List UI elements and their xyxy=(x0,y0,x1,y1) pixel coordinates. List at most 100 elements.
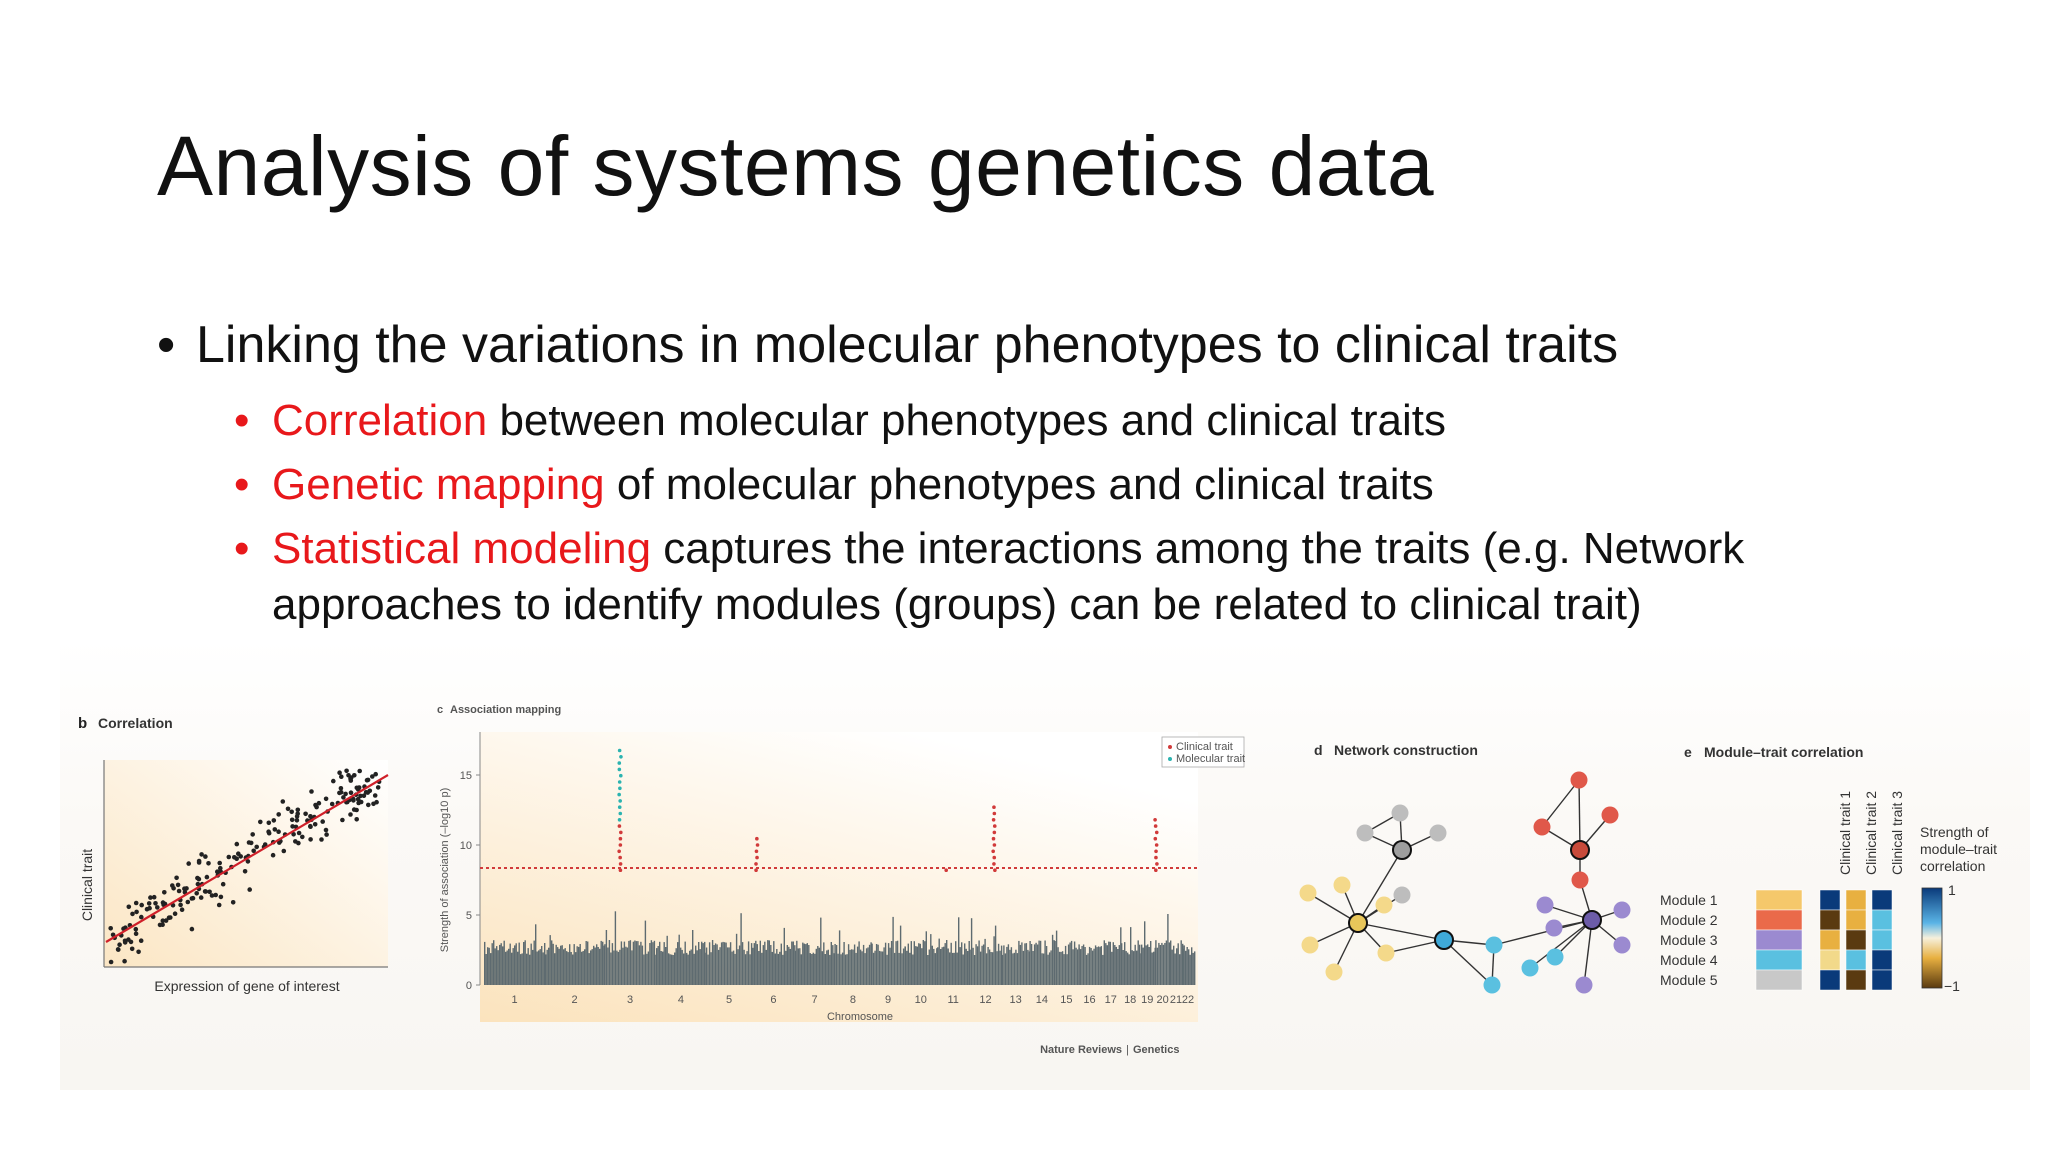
signal-bar xyxy=(1139,953,1141,985)
signal-bar xyxy=(916,946,918,985)
scatter-point xyxy=(296,830,302,836)
signal-bar xyxy=(1144,921,1146,985)
sub-bullet-highlight: Correlation xyxy=(272,396,488,445)
chromosome-label: 19 xyxy=(1141,994,1153,1006)
signal-bar xyxy=(773,941,775,985)
scatter-point xyxy=(203,854,208,859)
signal-bar xyxy=(1099,947,1101,985)
signal-bar xyxy=(493,940,495,985)
signal-bar xyxy=(566,951,568,985)
signal-bar xyxy=(1115,946,1117,985)
signal-bar xyxy=(518,942,520,985)
scatter-point xyxy=(266,830,272,836)
signal-bar xyxy=(976,946,979,985)
scatter-point xyxy=(348,776,353,781)
network-node xyxy=(1533,818,1551,836)
signal-bar xyxy=(898,952,900,985)
signal-bar xyxy=(490,953,492,985)
signal-bar xyxy=(1168,942,1171,985)
signal-bar xyxy=(631,950,633,985)
scatter-point xyxy=(172,911,178,916)
signal-bar xyxy=(619,949,621,985)
scatter-point xyxy=(348,812,353,817)
heatmap-cell xyxy=(1871,929,1893,951)
signal-bar xyxy=(552,943,554,985)
signal-bar xyxy=(579,944,581,985)
signal-bar xyxy=(602,941,604,985)
signal-bar xyxy=(506,950,508,985)
network-node xyxy=(1485,936,1503,954)
scatter-point xyxy=(194,891,199,896)
signal-bar xyxy=(821,951,823,985)
signal-bar xyxy=(1075,947,1077,985)
scatter-point xyxy=(163,918,169,923)
signal-bar xyxy=(985,953,988,985)
signal-bar xyxy=(872,952,875,985)
scatter-point xyxy=(366,802,371,808)
signal-bar xyxy=(776,949,778,985)
signal-bar xyxy=(838,930,841,985)
hit-point xyxy=(617,824,622,828)
sub-bullet-text: captures the interactions among the trai… xyxy=(272,524,1745,629)
signal-bar xyxy=(532,949,534,985)
chromosome-label: 13 xyxy=(1009,994,1021,1006)
signal-bar xyxy=(485,954,487,985)
network-hub-node xyxy=(1582,910,1602,930)
heatmap-cell xyxy=(1845,929,1867,951)
signal-bar xyxy=(1087,953,1089,985)
scatter-point xyxy=(319,837,324,842)
network-hub-node xyxy=(1434,930,1454,950)
scatter-point xyxy=(151,894,157,900)
signal-bar xyxy=(734,953,736,985)
signal-bar xyxy=(554,953,556,985)
network-node xyxy=(1536,896,1554,914)
signal-bar xyxy=(1183,945,1185,985)
sub-bullet-statistical-modeling: • Statistical modeling captures the inte… xyxy=(157,521,1972,633)
signal-bar xyxy=(938,938,940,985)
signal-bar xyxy=(521,953,523,985)
signal-bar xyxy=(722,941,724,985)
chromosome-label: 6 xyxy=(770,994,776,1006)
signal-bar xyxy=(875,944,878,985)
signal-bar xyxy=(973,955,976,985)
signal-bar xyxy=(824,954,826,985)
scatter-point xyxy=(308,837,313,842)
signal-bar xyxy=(765,949,767,985)
signal-bar xyxy=(1066,954,1068,985)
panel-e-title: Module–trait correlation xyxy=(1704,744,1863,760)
signal-bar xyxy=(644,920,647,985)
heatmap-cell xyxy=(1871,909,1893,931)
scatter-point xyxy=(338,790,344,795)
signal-bar xyxy=(567,952,569,985)
panel-c-significant-hits xyxy=(617,748,1159,872)
signal-bar xyxy=(1180,940,1182,985)
signal-bar xyxy=(878,950,881,985)
scatter-point xyxy=(357,768,363,774)
hit-point xyxy=(617,849,621,854)
signal-bar xyxy=(672,955,674,985)
chromosome-label: 1 xyxy=(511,994,517,1006)
signal-bar xyxy=(731,951,733,985)
signal-bar xyxy=(1090,948,1092,985)
signal-bar xyxy=(899,925,902,985)
signal-bar xyxy=(1010,947,1013,985)
signal-bar xyxy=(906,950,908,985)
scatter-point xyxy=(130,911,135,917)
signal-bar xyxy=(752,947,754,985)
scatter-point xyxy=(351,796,356,802)
signal-bar xyxy=(958,917,960,985)
signal-bar xyxy=(710,952,712,985)
signal-bar xyxy=(544,943,546,985)
scatter-point xyxy=(133,926,139,932)
signal-bar xyxy=(572,954,574,985)
heatmap-cell xyxy=(1845,909,1867,931)
main-bullet: • Linking the variations in molecular ph… xyxy=(157,305,1957,385)
scatter-point xyxy=(204,874,210,880)
signal-bar xyxy=(993,936,995,985)
signal-bar xyxy=(496,946,498,985)
signal-bar xyxy=(1154,947,1156,985)
signal-bar xyxy=(1164,943,1166,985)
signal-bar xyxy=(809,953,811,985)
signal-bar xyxy=(607,947,609,985)
signal-bar xyxy=(728,947,730,985)
